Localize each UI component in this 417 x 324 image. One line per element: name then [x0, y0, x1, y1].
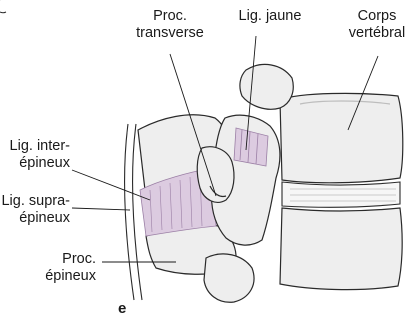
corner-mark — [0, 0, 6, 13]
vertebral-body-lower — [280, 208, 402, 290]
leader-lig-supraepineux — [72, 208, 130, 210]
label-proc-transverse: Proc. transverse — [118, 8, 222, 42]
panel-letter: e — [118, 300, 126, 317]
label-lig-interepineux: Lig. inter- épineux — [0, 138, 70, 172]
label-proc-epineux: Proc. épineux — [0, 251, 96, 285]
leader-lig-interepineux — [72, 170, 150, 200]
vertebral-body-upper — [280, 93, 403, 182]
label-lig-jaune: Lig. jaune — [228, 8, 312, 25]
supraspinous-ligament — [125, 124, 142, 300]
intervertebral-disc — [282, 182, 400, 207]
label-corps-vertebral: Corps vertébral — [338, 8, 416, 42]
label-lig-supraepineux: Lig. supra- épineux — [0, 193, 70, 227]
